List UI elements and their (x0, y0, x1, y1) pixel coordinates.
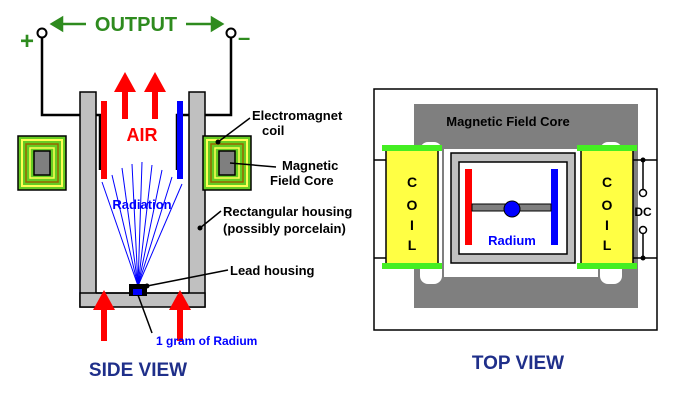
blue-plate (177, 101, 183, 179)
housing-wall-left (79, 91, 97, 308)
housing-label-line2: (possibly porcelain) (223, 221, 346, 236)
junction-top (640, 157, 646, 163)
output-wire-left (40, 37, 102, 170)
left-coil-letter-l: L (408, 237, 417, 253)
air-arrow-up-2 (144, 72, 166, 119)
right-coil-letter-i: I (605, 217, 609, 233)
output-arrow-right (186, 15, 225, 33)
top-red-plate (465, 169, 472, 245)
air-arrow-up-1 (114, 72, 136, 119)
leader-radium (137, 294, 153, 334)
left-coil-block (17, 135, 67, 191)
right-coil-letter-c: C (602, 174, 612, 190)
minus-sign: – (238, 25, 250, 50)
output-terminal-positive (36, 27, 48, 39)
dc-terminal-top (638, 188, 648, 198)
left-coil-letter-c: C (407, 174, 417, 190)
leader-dot-lead (144, 283, 150, 289)
lead-housing-label: Lead housing (230, 263, 315, 278)
top-view-caption: TOP VIEW (472, 353, 564, 374)
air-arrow-bottom-1 (93, 290, 115, 341)
air-label: AIR (127, 125, 158, 145)
core-label: Magnetic Field Core (446, 114, 570, 129)
dc-label: DC (634, 205, 652, 219)
output-terminal-negative (225, 27, 237, 39)
air-arrow-bottom-2 (169, 290, 191, 341)
side-view: + – OUTPUT AIR (17, 14, 352, 381)
junction-bottom (640, 255, 646, 261)
electromagnet-coil-label-line2: coil (262, 123, 284, 138)
radium-sample (133, 289, 142, 295)
radium-label: Radium (488, 233, 536, 248)
radiation-rays (101, 161, 183, 287)
left-coil-letter-o: O (407, 197, 418, 213)
plus-sign: + (20, 28, 34, 55)
magnetic-field-core-label-line2: Field Core (270, 173, 334, 188)
right-coil-letter-l: L (603, 237, 612, 253)
red-plate (101, 101, 107, 179)
right-coil-letter-o: O (602, 197, 613, 213)
top-view: Magnetic Field Core Radium C O I L C O I… (373, 88, 658, 374)
magnetic-field-core-label-line1: Magnetic (282, 158, 338, 173)
radium-dot (503, 200, 521, 218)
left-coil (382, 145, 442, 269)
leader-electromagnet (217, 117, 251, 143)
left-coil-letter-i: I (410, 217, 414, 233)
leader-dot-electromagnet (215, 139, 221, 145)
leader-dot-housing (197, 225, 203, 231)
radium-gram-label: 1 gram of Radium (156, 334, 257, 348)
right-coil-block (202, 135, 252, 191)
electromagnet-coil-label-line1: Electromagnet (252, 108, 343, 123)
leader-housing (199, 210, 222, 229)
right-coil (577, 145, 637, 269)
output-arrow-left (49, 15, 86, 33)
top-blue-plate (551, 169, 558, 245)
housing-label-line1: Rectangular housing (223, 204, 352, 219)
coil-wiring (374, 159, 657, 259)
leader-core (229, 162, 277, 168)
dc-terminal-bottom (638, 225, 648, 235)
side-view-caption: SIDE VIEW (89, 360, 187, 381)
radiation-label: Radiation (112, 197, 171, 212)
output-label: OUTPUT (95, 14, 177, 36)
magnetic-field-core (414, 104, 638, 308)
leader-lead (146, 269, 229, 287)
